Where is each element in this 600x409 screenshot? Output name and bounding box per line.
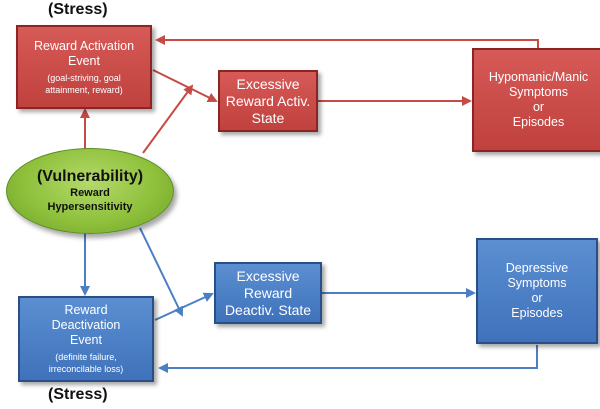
vulnerability-ellipse: (Vulnerability) Reward Hypersensitivity xyxy=(6,148,174,234)
hypomanic-line4: Episodes xyxy=(512,115,565,129)
reward-activation-event-line2: Event xyxy=(68,53,100,68)
hypomanic-line3: or xyxy=(532,100,545,114)
excessive-reward-deactiv-state-box: Excessive Reward Deactiv. State xyxy=(214,262,322,324)
arrow-deactivation-event-to-state xyxy=(154,292,214,321)
vulnerability-line1: Reward xyxy=(70,187,110,199)
reward-activation-event-line1: Reward Activation xyxy=(33,38,135,53)
excessive-activ-line1: Excessive xyxy=(236,75,300,92)
depressive-line1: Depressive xyxy=(505,261,569,275)
arrow-depressive-feedback xyxy=(158,345,538,373)
reward-deactivation-sub2: irreconcilable loss) xyxy=(48,364,124,374)
reward-deactivation-event-box: Reward Deactivation Event (definite fail… xyxy=(18,296,154,382)
depressive-line3: or xyxy=(531,291,543,305)
hypomanic-line1: Hypomanic/Manic xyxy=(488,70,589,84)
reward-deactivation-sub1: (definite failure, xyxy=(55,352,117,362)
hypomanic-line2: Symptoms xyxy=(508,85,569,99)
reward-deactivation-line1: Reward xyxy=(64,303,108,317)
stress-label-top: (Stress) xyxy=(48,1,108,18)
arrow-manic-feedback xyxy=(155,35,539,48)
vulnerability-line2: Hypersensitivity xyxy=(47,201,133,213)
arrow-vuln-to-deactivation-state xyxy=(139,227,184,317)
excessive-deactiv-line2: Reward xyxy=(243,284,293,301)
reward-deactivation-line2: Deactivation xyxy=(51,318,121,332)
reward-deactivation-line3: Event xyxy=(70,333,102,347)
stress-label-bottom: (Stress) xyxy=(48,386,108,403)
reward-activation-event-sub1: (goal-striving, goal xyxy=(47,72,121,83)
hypomanic-manic-box: Hypomanic/Manic Symptoms or Episodes xyxy=(472,48,600,152)
excessive-reward-activ-state-box: Excessive Reward Activ. State xyxy=(218,70,318,132)
vulnerability-title: (Vulnerability) xyxy=(36,168,144,185)
excessive-deactiv-line1: Excessive xyxy=(236,267,300,284)
depressive-line2: Symptoms xyxy=(507,276,567,290)
depressive-box: Depressive Symptoms or Episodes xyxy=(476,238,598,344)
reward-activation-event-sub2: attainment, reward) xyxy=(45,84,123,95)
excessive-activ-line3: State xyxy=(251,109,285,126)
excessive-deactiv-line3: Deactiv. State xyxy=(224,301,312,318)
excessive-activ-line2: Reward Activ. xyxy=(225,92,311,109)
arrow-vuln-to-activation-state xyxy=(142,84,194,154)
reward-activation-event-box: Reward Activation Event (goal-striving, … xyxy=(16,25,152,109)
depressive-line4: Episodes xyxy=(511,306,563,320)
